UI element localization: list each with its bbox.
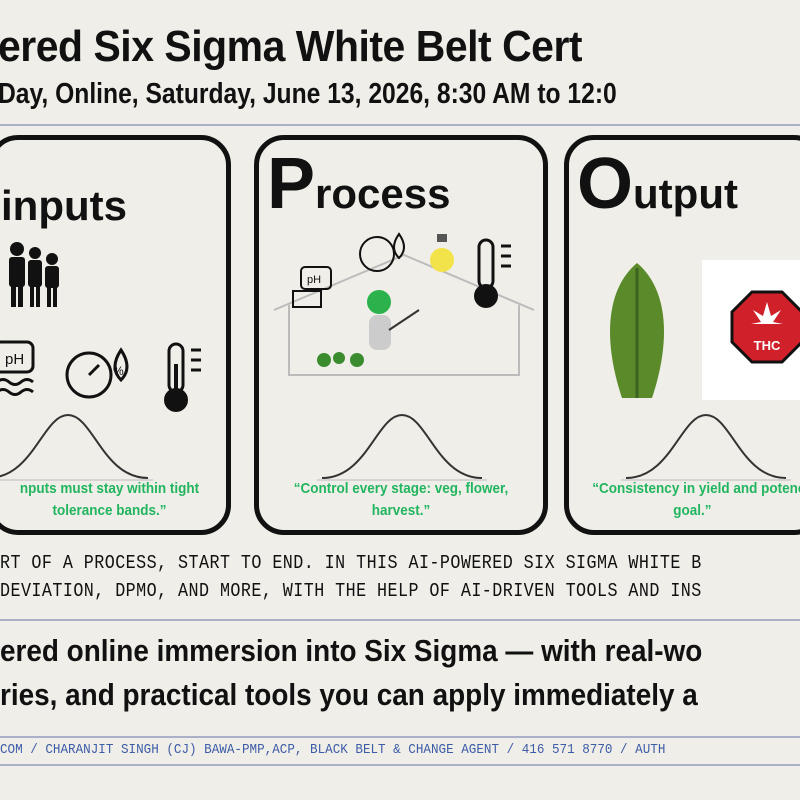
- pitch-line-1: ered online immersion into Six Sigma — w…: [0, 633, 703, 668]
- light-bulb-icon: [430, 234, 454, 272]
- process-card: Process pH “Control every stage: veg, fl…: [254, 135, 548, 535]
- contact-footer: COM / CHARANJIT SINGH (CJ) BAWA-PMP,ACP,…: [0, 742, 666, 758]
- cannabis-plant-icon: [610, 263, 664, 398]
- svg-text:pH: pH: [307, 274, 321, 286]
- description-line-1: RT OF A PROCESS, START TO END. IN THIS A…: [0, 552, 702, 574]
- card-title: Process: [267, 144, 451, 224]
- svg-text:%: %: [113, 364, 124, 378]
- thermometer-icon: [474, 238, 511, 308]
- card-title: inputs: [1, 182, 127, 229]
- thc-sign-panel: THC: [702, 260, 800, 400]
- thermometer-icon: [164, 342, 201, 412]
- output-card: Output THC “Consistency in yield and pot…: [564, 135, 800, 535]
- divider: [0, 736, 800, 738]
- page-title: ered Six Sigma White Belt Cert: [0, 22, 583, 71]
- bell-curve-chart: [0, 413, 153, 481]
- divider: [0, 124, 800, 126]
- ph-meter-icon: pH: [292, 266, 332, 308]
- description-line-2: DEVIATION, DPMO, AND MORE, WITH THE HELP…: [0, 580, 702, 602]
- pitch-line-2: ries, and practical tools you can apply …: [0, 677, 698, 712]
- thc-warning-sign-icon: THC: [730, 290, 800, 364]
- ph-meter-icon: pH: [0, 340, 35, 396]
- card-title: Output: [577, 144, 738, 224]
- gauge-humidity-icon: %: [65, 347, 129, 399]
- greenhouse-gardener-icon: [273, 253, 535, 376]
- process-caption: “Control every stage: veg, flower,harves…: [293, 480, 509, 519]
- gauge-humidity-icon: [359, 232, 405, 272]
- bell-curve-chart: [621, 413, 791, 481]
- thc-label: THC: [754, 338, 781, 353]
- divider: [0, 619, 800, 621]
- svg-text:pH: pH: [5, 351, 24, 368]
- divider: [0, 764, 800, 766]
- workers-icon: [9, 242, 59, 307]
- bell-curve-chart: [317, 413, 487, 481]
- inputs-card: inputs pH % nputs must stay within tight…: [0, 135, 231, 535]
- event-date-subtitle: Day, Online, Saturday, June 13, 2026, 8:…: [0, 78, 617, 110]
